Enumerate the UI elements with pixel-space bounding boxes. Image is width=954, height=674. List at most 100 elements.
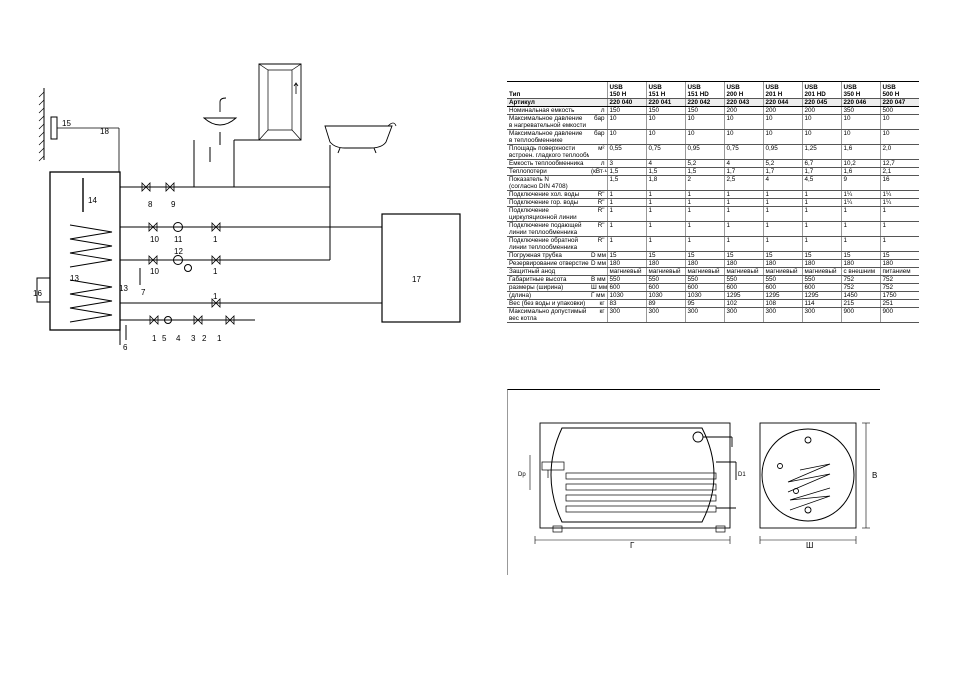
row-value: 180 <box>762 259 802 268</box>
row-value: 6,7 <box>801 159 841 168</box>
callout-1: 1 <box>213 235 218 244</box>
table-row: Теплопотери(кВт·ч)/24 ч1,51,51,51,71,71,… <box>507 167 919 176</box>
article-value: 220 044 <box>762 98 802 107</box>
row-label: Показатель N(согласно DIN 4708) <box>507 175 589 191</box>
row-unit: л <box>589 159 607 168</box>
row-value: 1¼ <box>840 190 880 199</box>
manometer-icon <box>164 316 172 324</box>
row-value: 350 <box>840 106 880 115</box>
article-value: 220 042 <box>684 98 724 107</box>
control-box <box>36 277 51 303</box>
callout-11: 11 <box>174 235 183 244</box>
row-label: (длина) <box>507 291 589 300</box>
row-value: 1 <box>723 236 763 252</box>
row-unit <box>589 267 607 276</box>
row-unit: (кВт·ч)/24 ч <box>589 167 607 176</box>
row-value: 1,5 <box>645 167 685 176</box>
dim-width-label: Ш <box>806 541 813 550</box>
row-value: 1 <box>762 221 802 237</box>
row-unit: кг <box>589 307 607 323</box>
article-label: Артикул <box>507 98 607 107</box>
row-value: 600 <box>684 283 724 292</box>
bathtub-icon <box>324 122 397 154</box>
row-value: 0,95 <box>684 144 724 160</box>
callout-16: 16 <box>33 289 42 298</box>
row-value: 1,7 <box>801 167 841 176</box>
row-value: 1 <box>723 221 763 237</box>
row-value: 752 <box>879 283 919 292</box>
row-value: 200 <box>762 106 802 115</box>
row-value: 1 <box>723 190 763 199</box>
row-value: 1,8 <box>645 175 685 191</box>
row-value: 1 <box>801 198 841 207</box>
row-value: 1,6 <box>840 144 880 160</box>
row-value: 10 <box>606 129 646 145</box>
dim-length-label: Г <box>630 541 635 550</box>
row-value: 1 <box>801 206 841 222</box>
row-value: 1030 <box>606 291 646 300</box>
row-value: 500 <box>879 106 919 115</box>
row-value: 10 <box>879 114 919 130</box>
row-value: 251 <box>879 299 919 308</box>
row-value: 550 <box>606 275 646 284</box>
row-value: 180 <box>684 259 724 268</box>
row-label: размеры (ширина) <box>507 283 589 292</box>
callout-labels: 15 18 14 8 9 10 11 1 12 10 1 13 13 7 1 1… <box>33 119 421 352</box>
row-value: 1¼ <box>840 198 880 207</box>
boiler-tank <box>49 171 121 331</box>
heating-coil-lower <box>69 279 113 323</box>
row-value: 1 <box>645 221 685 237</box>
row-unit: D мм <box>589 251 607 260</box>
row-value: 1 <box>879 206 919 222</box>
row-value: 150 <box>684 106 724 115</box>
row-value: 114 <box>801 299 841 308</box>
row-value: 752 <box>840 275 880 284</box>
row-value: 180 <box>723 259 763 268</box>
row-value: 180 <box>606 259 646 268</box>
row-value: 10 <box>879 129 919 145</box>
row-label: Емкость теплообменника <box>507 159 589 168</box>
dim-dp-label: Dp <box>518 472 526 478</box>
row-value: 4 <box>723 159 763 168</box>
row-unit: R" <box>589 198 607 207</box>
front-view-frame <box>759 422 857 529</box>
row-value: 15 <box>606 251 646 260</box>
row-value: 15 <box>762 251 802 260</box>
row-value: 1 <box>606 206 646 222</box>
callout-18: 18 <box>100 127 109 136</box>
row-value: 10 <box>840 114 880 130</box>
row-value: питанием <box>879 267 919 276</box>
row-value: 752 <box>840 283 880 292</box>
row-unit: R" <box>589 221 607 237</box>
dimension-panel-frame <box>507 389 880 575</box>
row-value: 10 <box>801 114 841 130</box>
row-value: 180 <box>801 259 841 268</box>
row-value: 1 <box>606 236 646 252</box>
row-value: 4 <box>645 159 685 168</box>
row-unit <box>589 175 607 191</box>
row-label: Защитный анод <box>507 267 589 276</box>
row-value: 5,2 <box>684 159 724 168</box>
row-value: 1,25 <box>801 144 841 160</box>
row-value: 1 <box>645 206 685 222</box>
row-value: 5,2 <box>762 159 802 168</box>
row-value: 10 <box>606 114 646 130</box>
row-value: 2,0 <box>879 144 919 160</box>
row-unit: R" <box>589 206 607 222</box>
row-value: 1 <box>684 206 724 222</box>
